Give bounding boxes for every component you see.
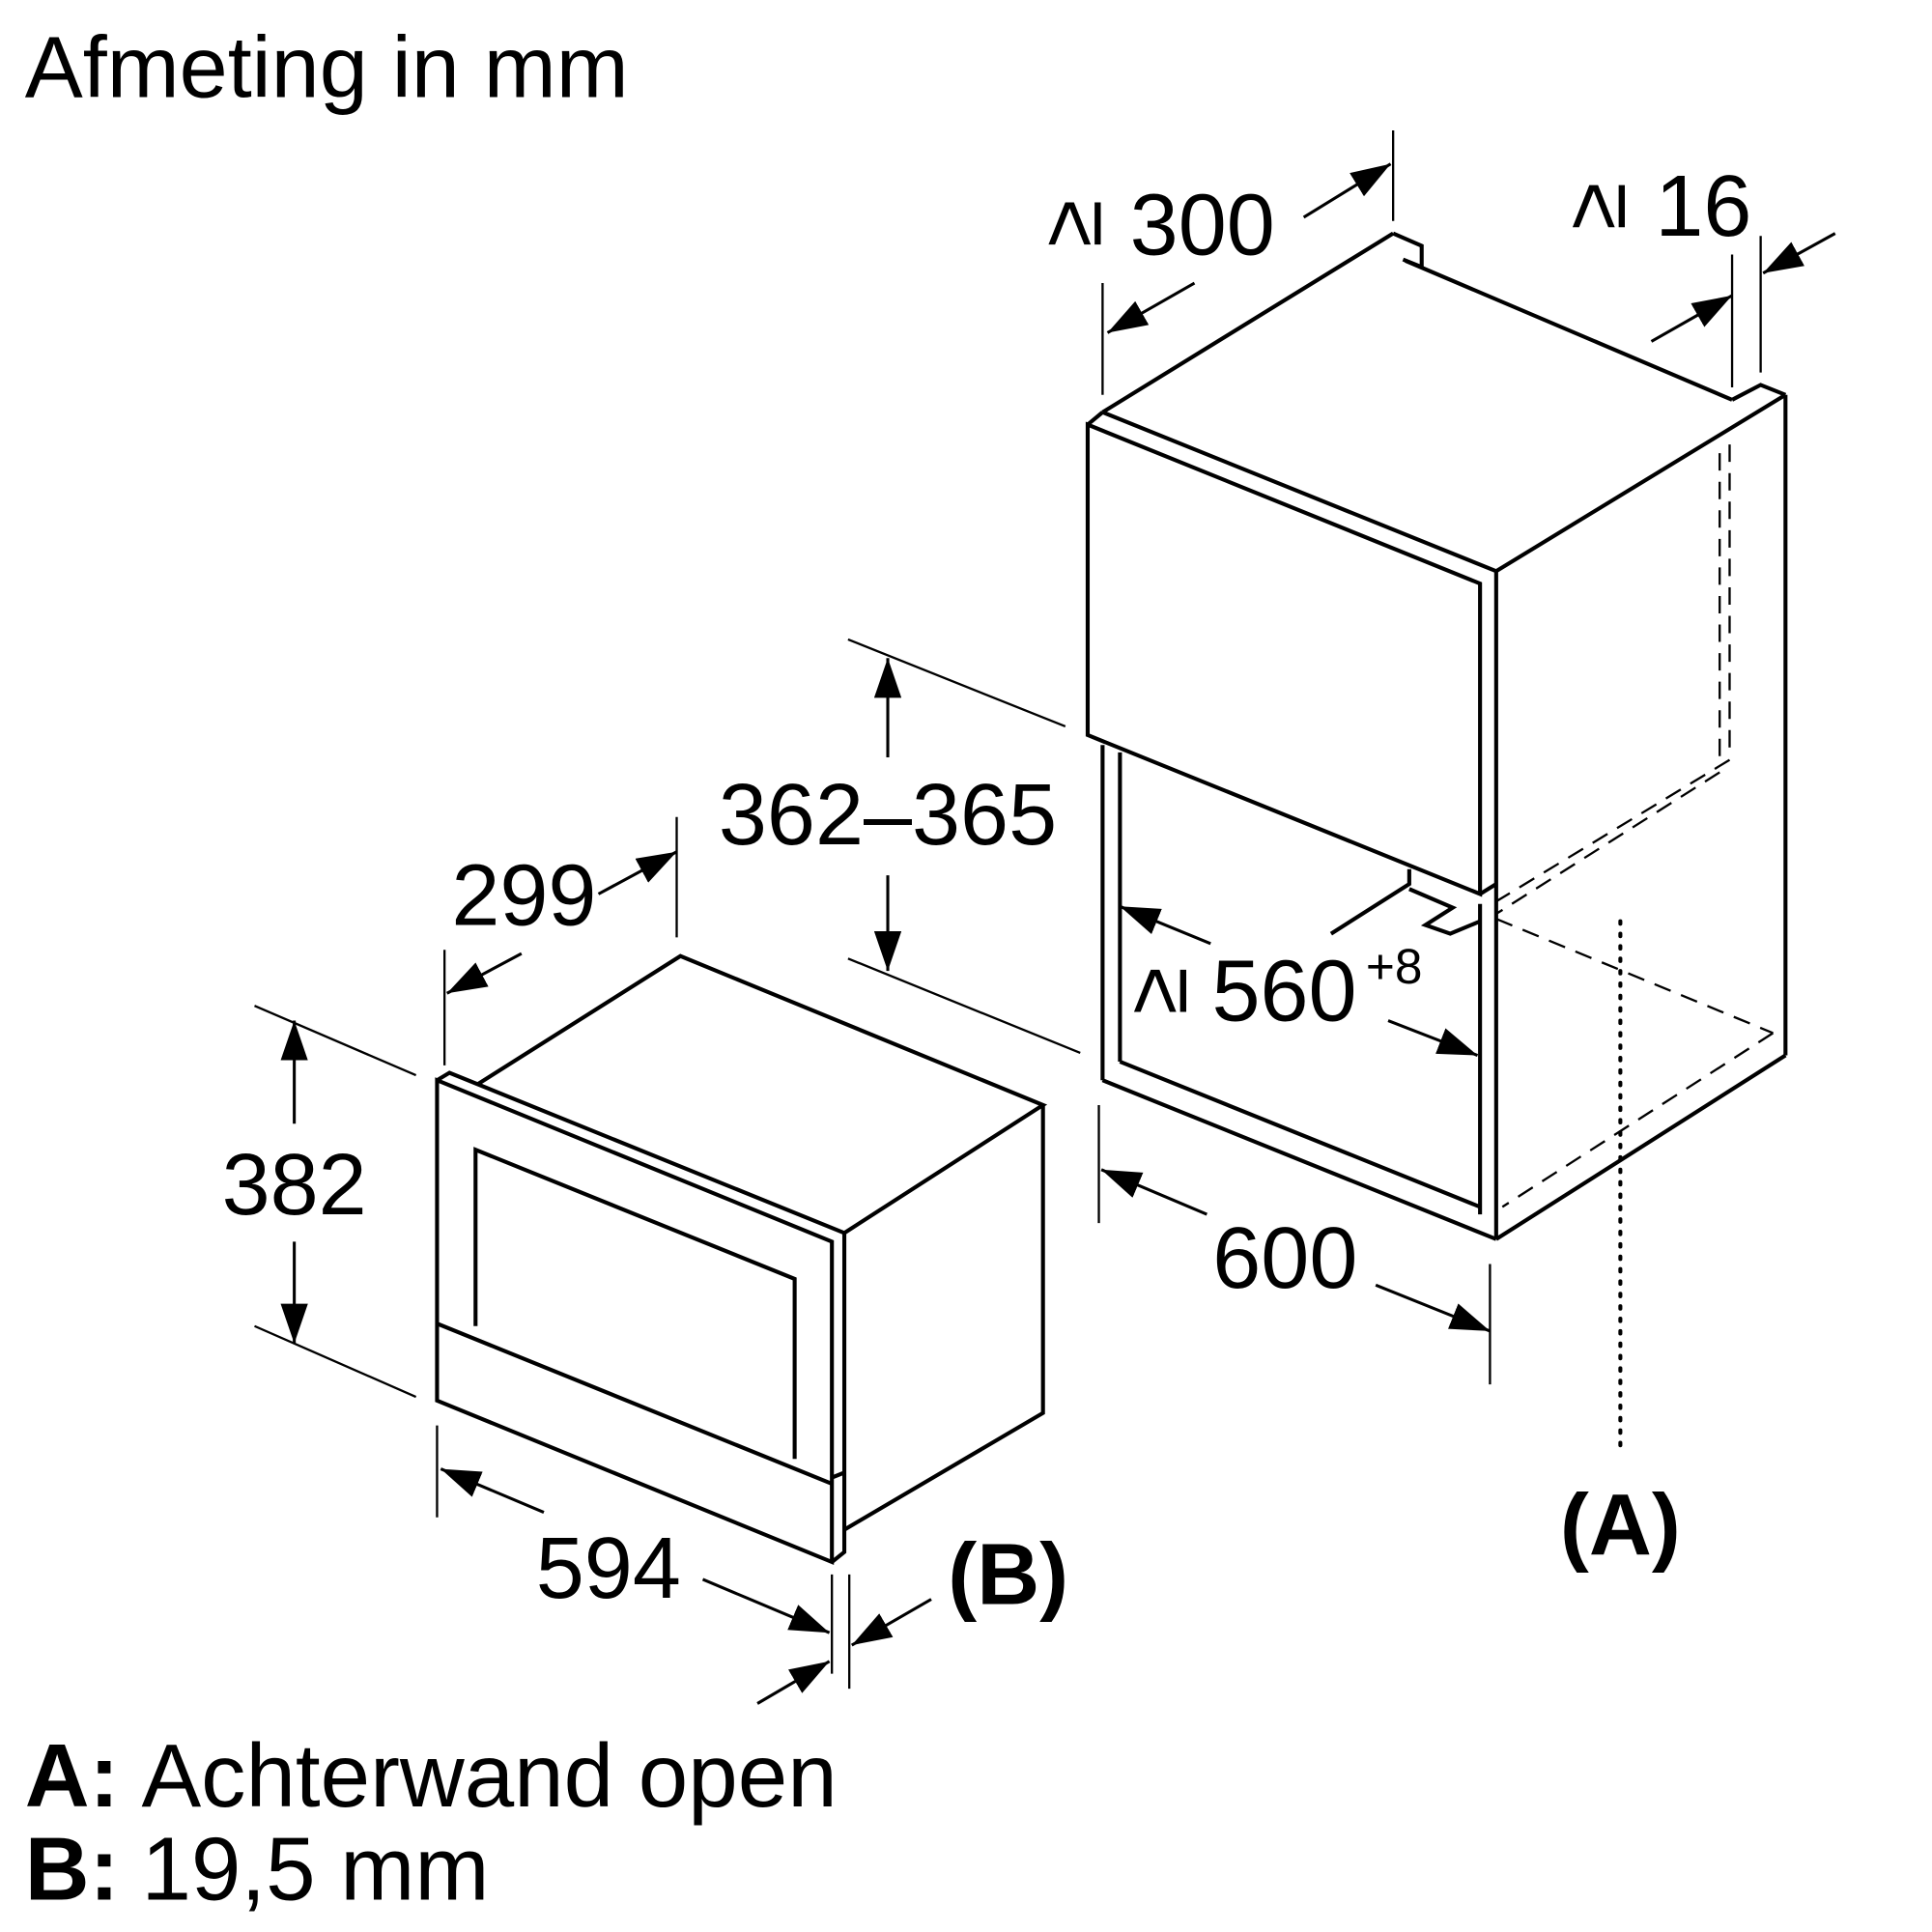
cabinet-dimension-arrows	[873, 162, 1836, 1333]
cabinet-top-right-notch	[1731, 383, 1787, 402]
rear-gap-prefix: ≥	[1548, 183, 1644, 230]
hidden-line	[1501, 1032, 1775, 1208]
cabinet-top-right-edge	[1494, 392, 1787, 574]
legend-text: 19,5 mm	[141, 1819, 489, 1919]
frame-thickness-arrow-upper	[850, 1598, 932, 1647]
support-bracket	[1329, 868, 1411, 936]
niche-width-arrow-left	[1119, 904, 1211, 946]
cabinet-extension-lines	[847, 129, 1762, 1385]
built-in-microwave	[435, 953, 1048, 1566]
depth-arrow-right	[597, 850, 678, 895]
depth-arrow-left	[445, 952, 523, 995]
appliance-front-frame	[435, 1077, 835, 1566]
cabinet-depth-arrow-right	[1302, 162, 1392, 219]
niche-width-label: 560	[1211, 944, 1356, 1040]
panel-corner-link	[1479, 882, 1497, 896]
wall-cabinet	[1085, 231, 1788, 1241]
legend: A:Achterwand open B:19,5 mm	[25, 1725, 838, 1918]
appliance-control-panel-line	[436, 1321, 833, 1486]
rear-gap-arrow-right	[1762, 232, 1836, 275]
legend-text: Achterwand open	[141, 1725, 837, 1826]
cabinet-top-back-edge	[1405, 259, 1733, 402]
panel-corner-link	[1086, 411, 1104, 427]
appliance-depth-label: 299	[451, 848, 596, 945]
legend-item-a: A:Achterwand open	[25, 1725, 838, 1826]
extension-line	[847, 957, 1081, 1055]
cabinet-depth-label: 300	[1130, 177, 1275, 273]
appliance-panel-step	[831, 1470, 845, 1480]
appliance-height-label: 382	[222, 1137, 367, 1234]
niche-width-arrow-right	[1387, 1019, 1479, 1057]
label-b: (B)	[948, 1527, 1068, 1624]
cabinet-depth-prefix: ≥	[1023, 200, 1120, 247]
cabinet-upper-front-panel	[1085, 421, 1483, 897]
hidden-line	[1495, 758, 1731, 903]
cabinet-hidden-lines	[1495, 444, 1775, 1208]
width-arrow-left	[440, 1467, 545, 1514]
page-title: Afmeting in mm	[25, 19, 629, 116]
extension-line	[254, 1005, 417, 1077]
cabinet-depth-arrow-left	[1106, 281, 1196, 334]
appliance-front-lip	[436, 1070, 847, 1564]
cabinet-top-front-edge	[1101, 410, 1497, 574]
appliance-right-side	[842, 1104, 1045, 1532]
rear-gap-arrow-left	[1650, 294, 1733, 343]
support-bracket-hook	[1408, 887, 1481, 936]
appliance-dimension-arrows	[280, 850, 932, 1705]
legend-key: B:	[25, 1819, 120, 1919]
cabinet-width-arrow-left	[1100, 1168, 1208, 1216]
width-arrow-right	[701, 1577, 831, 1634]
appliance-width-label: 594	[536, 1520, 681, 1617]
niche-bottom-inner	[1119, 1060, 1481, 1209]
cabinet-width-label: 600	[1212, 1210, 1357, 1307]
niche-width-prefix: ≥	[1109, 967, 1206, 1014]
extension-line	[847, 638, 1066, 728]
rear-gap-label: 16	[1655, 158, 1751, 255]
appliance-top-face	[476, 953, 1048, 1236]
appliance-door-window	[473, 1147, 797, 1460]
cabinet-bottom-right-edge	[1494, 1053, 1787, 1241]
cabinet-width-arrow-right	[1375, 1283, 1491, 1333]
label-a: (A)	[1560, 1477, 1681, 1574]
legend-key: A:	[25, 1725, 120, 1826]
cabinet-top-left-edge	[1101, 231, 1395, 414]
hidden-line	[1495, 771, 1720, 915]
hidden-line	[1495, 918, 1774, 1035]
niche-height-label: 362–365	[719, 767, 1057, 864]
legend-item-b: B:19,5 mm	[25, 1819, 490, 1919]
extension-line	[254, 1324, 417, 1399]
niche-width-tolerance: +8	[1366, 938, 1423, 994]
niche-bottom-outer	[1101, 1078, 1497, 1241]
frame-thickness-arrow-lower	[756, 1660, 831, 1705]
